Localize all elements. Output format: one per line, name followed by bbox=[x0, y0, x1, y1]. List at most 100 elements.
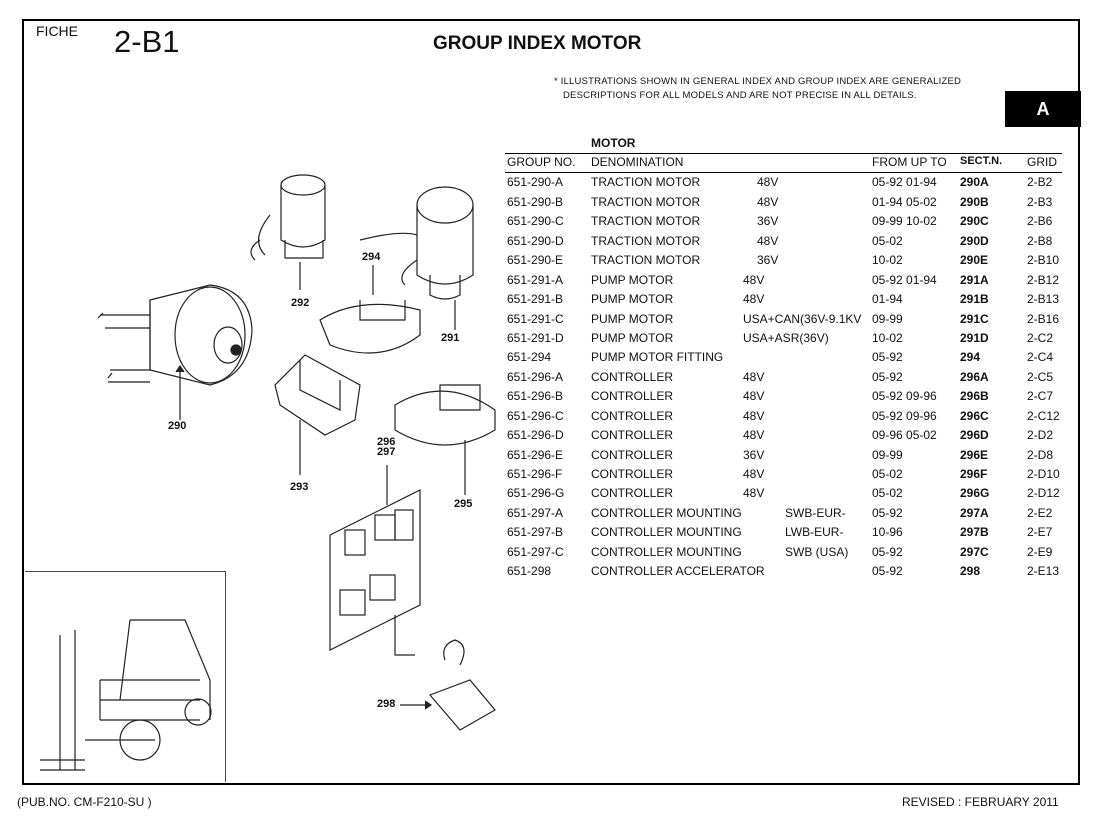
fiche-label: FICHE bbox=[36, 23, 78, 39]
callout-297: 297 bbox=[377, 446, 396, 458]
callout-298: 298 bbox=[377, 698, 396, 710]
cell-from-to: 01-94 05-02 bbox=[872, 194, 937, 209]
page-frame bbox=[22, 19, 1080, 785]
cell-grid: 2-C5 bbox=[1027, 369, 1054, 384]
controller-mounting-drawing bbox=[274, 354, 361, 475]
cell-from-to: 09-99 bbox=[872, 447, 903, 462]
cell-from-to: 05-92 09-96 bbox=[872, 389, 937, 404]
cell-grid: 2-E7 bbox=[1027, 525, 1053, 540]
cell-group: 651-294 bbox=[507, 350, 552, 365]
cell-from-to: 05-92 bbox=[872, 564, 903, 579]
cell-from-to: 09-99 10-02 bbox=[872, 214, 937, 229]
cell-group: 651-290-A bbox=[507, 175, 564, 190]
cell-model: 48V bbox=[743, 389, 765, 404]
cell-sect: 297B bbox=[960, 525, 989, 540]
table-header-rule bbox=[505, 172, 1062, 173]
cell-sect: 291A bbox=[960, 272, 989, 287]
forklift-inset bbox=[25, 571, 226, 782]
cell-denomination: CONTROLLER bbox=[591, 447, 674, 462]
cell-group: 651-296-E bbox=[507, 447, 564, 462]
cell-sect: 296B bbox=[960, 389, 989, 404]
cell-from-to: 05-92 bbox=[872, 544, 903, 559]
cell-group: 651-297-C bbox=[507, 544, 564, 559]
callout-295: 295 bbox=[454, 498, 473, 510]
cell-model: 48V bbox=[743, 467, 765, 481]
cell-group: 651-291-A bbox=[507, 272, 564, 287]
callout-294: 294 bbox=[362, 251, 381, 263]
cell-grid: 2-B10 bbox=[1027, 253, 1060, 268]
cell-from-to: 05-02 bbox=[872, 486, 903, 501]
cell-group: 651-290-B bbox=[507, 194, 564, 209]
cell-denomination: TRACTION MOTOR bbox=[591, 233, 701, 248]
cell-group: 651-290-C bbox=[507, 214, 564, 229]
cell-model: 48V bbox=[743, 292, 765, 307]
cell-from-to: 10-96 bbox=[872, 525, 903, 540]
cell-denomination: PUMP MOTOR bbox=[591, 311, 674, 326]
cell-model: 48V bbox=[743, 408, 765, 423]
cell-denomination: PUMP MOTOR bbox=[591, 330, 674, 345]
cell-denomination: CONTROLLER MOUNTING bbox=[591, 525, 742, 540]
cell-voltage: 36V bbox=[757, 214, 779, 229]
cell-denomination: CONTROLLER bbox=[591, 467, 674, 481]
cell-group: 651-296-D bbox=[507, 428, 564, 443]
revision-date: REVISED : FEBRUARY 2011 bbox=[902, 795, 1059, 809]
cell-model: USA+CAN(36V-9.1KV bbox=[743, 311, 862, 326]
cell-group: 651-297-B bbox=[507, 525, 564, 540]
cell-from-to: 05-92 bbox=[872, 369, 903, 384]
cell-sect: 296C bbox=[960, 408, 989, 423]
page-title: GROUP INDEX MOTOR bbox=[433, 33, 642, 54]
forklift-drawing bbox=[40, 619, 212, 771]
cell-group: 651-290-D bbox=[507, 233, 564, 248]
cell-group: 651-296-C bbox=[507, 408, 564, 423]
callout-292: 292 bbox=[291, 297, 310, 309]
fiche-code: 2-B1 bbox=[114, 24, 180, 59]
pump-fitting-drawing bbox=[319, 265, 421, 354]
cell-from-to: 05-92 bbox=[872, 505, 903, 520]
cell-model: SWB (USA) bbox=[785, 544, 849, 559]
cell-from-to: 09-99 bbox=[872, 311, 903, 326]
cell-sect: 290D bbox=[960, 233, 989, 248]
section-title: MOTOR bbox=[591, 136, 636, 150]
callout-293: 293 bbox=[290, 481, 309, 493]
cell-grid: 2-B3 bbox=[1027, 194, 1053, 209]
cell-model: 36V bbox=[743, 447, 765, 462]
cell-denomination: PUMP MOTOR bbox=[591, 272, 674, 287]
cell-sect: 296D bbox=[960, 428, 989, 443]
cell-grid: 2-B16 bbox=[1027, 311, 1060, 326]
cell-from-to: 05-92 bbox=[872, 350, 903, 365]
col-group: GROUP NO. bbox=[507, 155, 576, 169]
cell-sect: 296A bbox=[960, 369, 989, 384]
cell-group: 651-296-B bbox=[507, 389, 564, 404]
cell-model: 48V bbox=[743, 486, 765, 501]
cell-from-to: 09-96 05-02 bbox=[872, 428, 937, 443]
cell-grid: 2-C4 bbox=[1027, 350, 1054, 365]
cell-sect: 298 bbox=[960, 564, 981, 579]
publication-number: (PUB.NO. CM-F210-SU ) bbox=[17, 795, 152, 809]
accelerator-drawing bbox=[400, 639, 496, 731]
cell-from-to: 10-02 bbox=[872, 330, 903, 345]
cell-model: SWB-EUR- bbox=[785, 505, 846, 520]
cell-grid: 2-C2 bbox=[1027, 330, 1054, 345]
cell-denomination: TRACTION MOTOR bbox=[591, 214, 701, 229]
pump-motor-2-drawing bbox=[359, 186, 474, 330]
cell-from-to: 01-94 bbox=[872, 292, 903, 307]
cell-denomination: CONTROLLER bbox=[591, 389, 674, 404]
cell-grid: 2-D2 bbox=[1027, 428, 1054, 443]
col-grid: GRID bbox=[1027, 155, 1057, 169]
controller-board-drawing bbox=[329, 465, 421, 656]
cell-voltage: 48V bbox=[757, 175, 779, 190]
cell-denomination: CONTROLLER MOUNTING bbox=[591, 544, 742, 559]
cell-sect: 297A bbox=[960, 505, 989, 520]
cell-denomination: TRACTION MOTOR bbox=[591, 175, 701, 190]
cell-voltage: 36V bbox=[757, 253, 779, 268]
cell-grid: 2-C12 bbox=[1027, 408, 1060, 423]
col-sect: SECT.N. bbox=[960, 155, 1003, 167]
cell-grid: 2-B8 bbox=[1027, 233, 1053, 248]
cell-grid: 2-E13 bbox=[1027, 564, 1060, 579]
cell-model: 48V bbox=[743, 272, 765, 287]
cell-denomination: CONTROLLER MOUNTING bbox=[591, 505, 742, 520]
controller-drawing bbox=[394, 384, 496, 495]
callout-291: 291 bbox=[441, 332, 460, 344]
cell-denomination: CONTROLLER ACCELERATOR bbox=[591, 564, 765, 579]
pump-motor-drawing bbox=[250, 174, 326, 290]
